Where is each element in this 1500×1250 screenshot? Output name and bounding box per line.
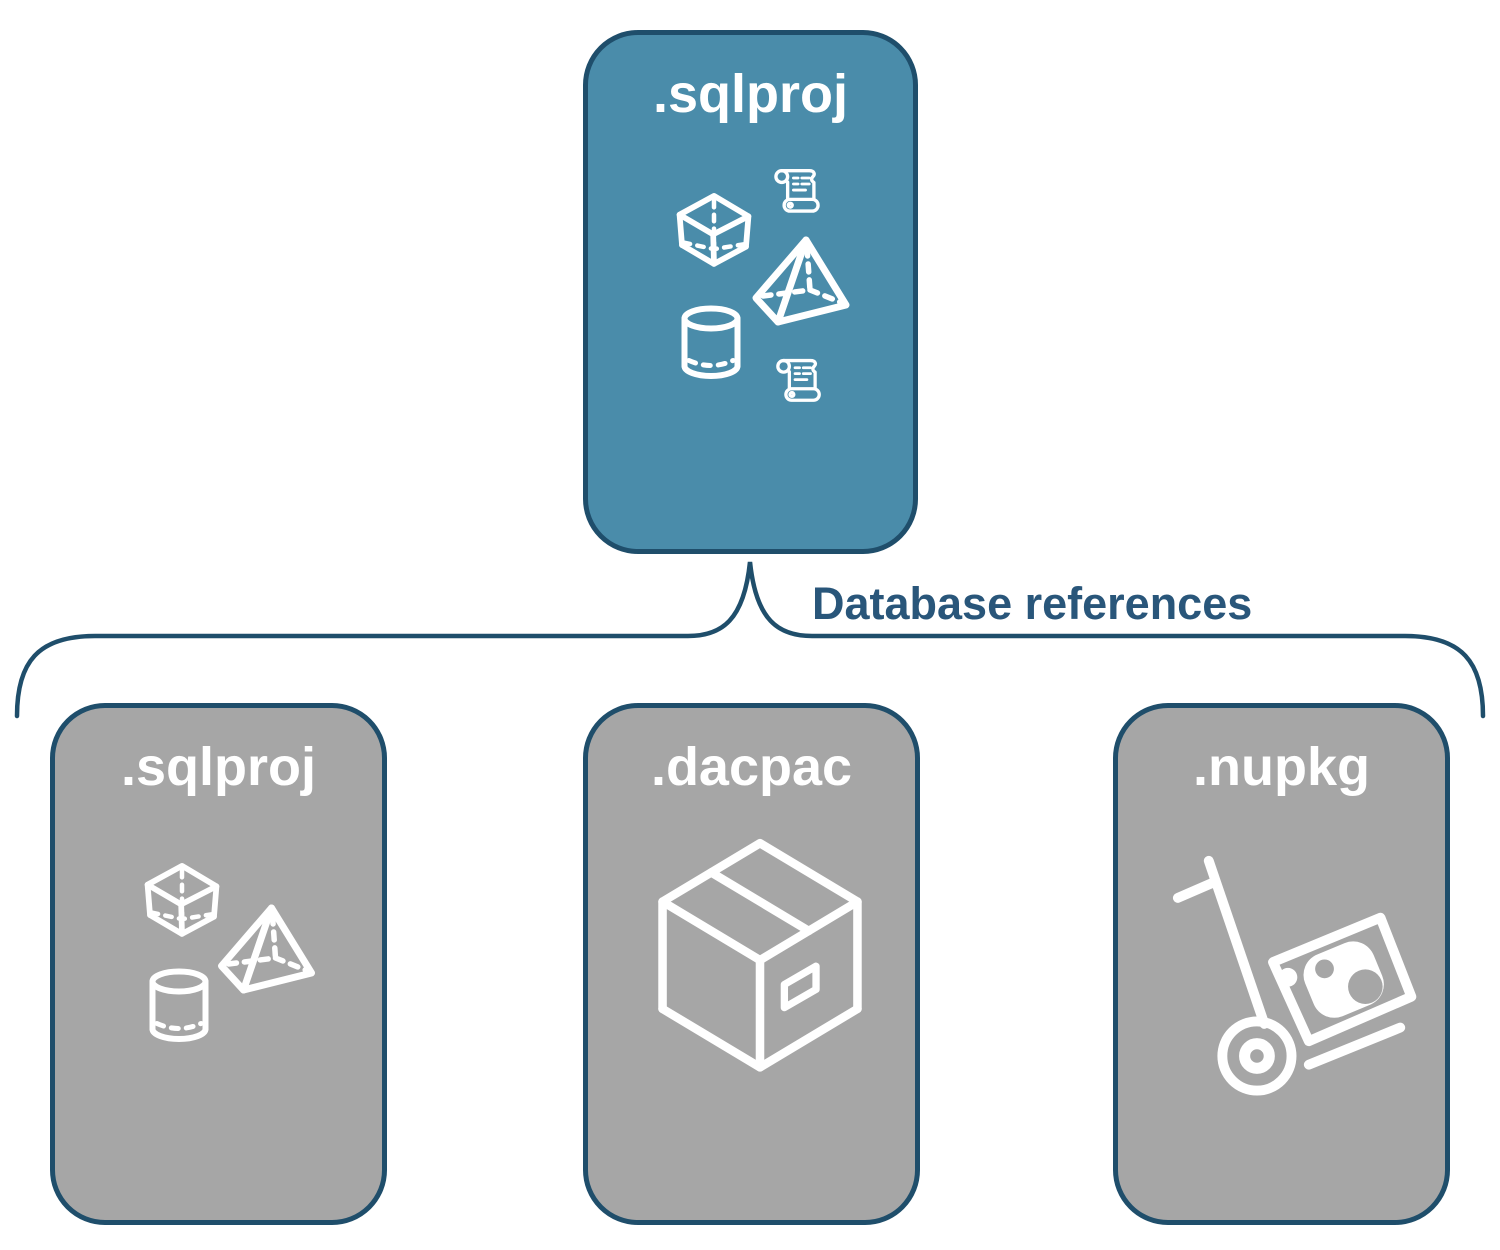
node-root-sqlproj: .sqlproj [583, 30, 918, 554]
cylinder-icon [681, 305, 741, 379]
node-child-dacpac: .dacpac [583, 703, 920, 1225]
cube-icon [144, 862, 220, 937]
node-child-title: .dacpac [650, 737, 853, 797]
scroll-icon [776, 358, 821, 402]
cylinder-icon [149, 968, 209, 1042]
package-box-icon [658, 838, 862, 1072]
cube-icon [676, 192, 752, 267]
scroll-icon [774, 169, 820, 213]
node-root-title: .sqlproj [652, 64, 848, 124]
node-child-sqlproj: .sqlproj [50, 703, 387, 1225]
hand-truck-package-icon [1172, 855, 1417, 1096]
node-child-title: .sqlproj [120, 737, 316, 797]
pyramid-icon [218, 904, 315, 994]
node-child-nupkg: .nupkg [1113, 703, 1450, 1225]
connector-label: Database references [812, 578, 1253, 629]
pyramid-icon [752, 236, 850, 326]
node-child-title: .nupkg [1193, 737, 1370, 797]
